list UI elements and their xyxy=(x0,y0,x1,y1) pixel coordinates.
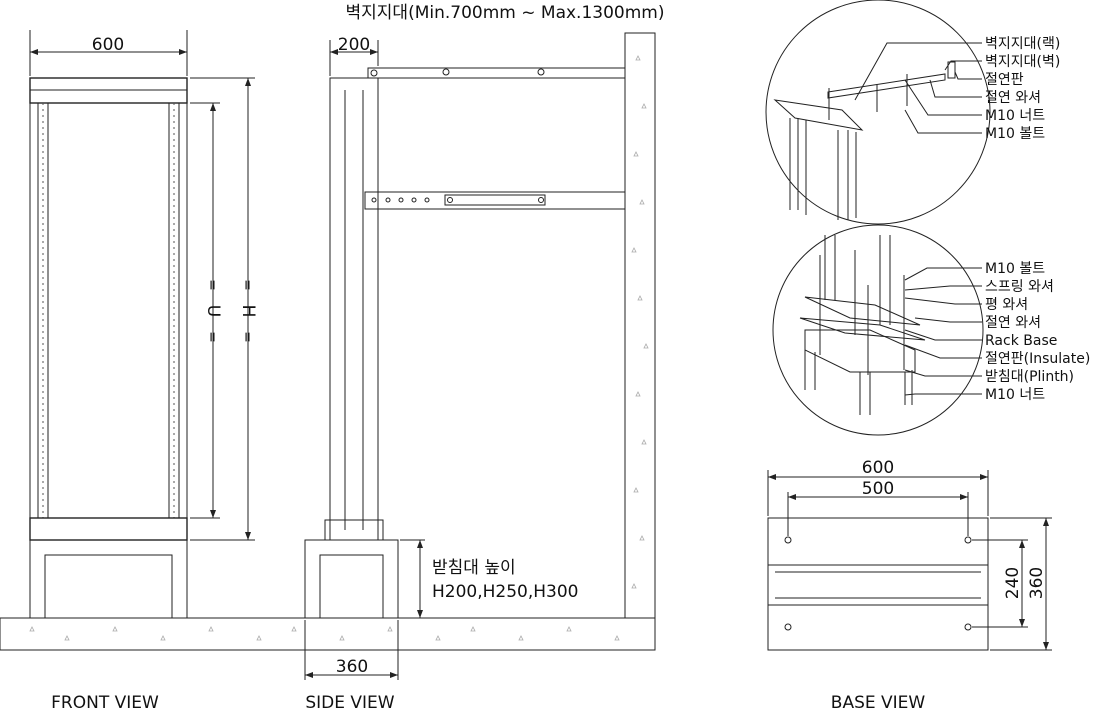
callout-top-2: 절연판 xyxy=(985,72,1024,88)
base-view-drawing xyxy=(767,470,1052,651)
top-wall-bracket xyxy=(367,67,626,79)
callout-top-1: 벽지지대(벽) xyxy=(985,54,1060,70)
callout-bottom-4: Rack Base xyxy=(985,333,1057,349)
callout-top-4: M10 너트 xyxy=(985,108,1045,124)
callout-leader xyxy=(904,79,982,116)
concrete-mark xyxy=(208,626,214,632)
callout-bottom-1: 스프링 와셔 xyxy=(985,279,1054,295)
callout-leader xyxy=(904,109,982,134)
h-eq-bottom: = xyxy=(239,331,255,343)
detail-top-circle xyxy=(765,0,991,225)
plinth-height-label: 받침대 높이 xyxy=(432,558,516,578)
concrete-mark xyxy=(291,626,297,632)
callout-bottom-6: 받침대(Plinth) xyxy=(985,369,1074,385)
drawing-title: 벽지지대(Min.700mm ~ Max.1300mm) xyxy=(346,3,665,23)
detail-bottom-circle xyxy=(772,224,984,436)
ground-slab xyxy=(0,617,656,651)
callout-leader xyxy=(954,71,982,80)
callout-leader xyxy=(929,79,982,98)
concrete-mark xyxy=(256,635,262,641)
callout-top-5: M10 볼트 xyxy=(985,126,1045,142)
callout-leader xyxy=(904,393,982,396)
concrete-mark xyxy=(641,439,647,445)
concrete-mark xyxy=(639,535,645,541)
concrete-mark xyxy=(639,199,645,205)
concrete-mark xyxy=(631,247,637,253)
plinth-depth-dim: 360 xyxy=(336,657,368,677)
base-inner-depth: 240 xyxy=(1003,567,1023,599)
side-view-label: SIDE VIEW xyxy=(305,693,394,713)
callout-bottom-7: M10 너트 xyxy=(985,387,1045,403)
detail-bottom-callouts: M10 볼트 스프링 와셔 평 와셔 절연 와셔 Rack Base 절연판(I… xyxy=(985,261,1090,403)
callout-leader xyxy=(904,267,982,281)
callout-bottom-3: 절연 와셔 xyxy=(985,315,1041,331)
plinth-heights: H200,H250,H300 xyxy=(432,582,579,602)
u-eq-top: = xyxy=(204,279,220,291)
concrete-mark xyxy=(470,626,476,632)
u-eq-bottom: = xyxy=(204,331,220,343)
concrete-mark xyxy=(633,487,639,493)
wall xyxy=(624,32,656,619)
callout-bottom-2: 평 와셔 xyxy=(985,297,1028,313)
concrete-mark xyxy=(641,103,647,109)
concrete-mark xyxy=(64,635,70,641)
u-dim: U xyxy=(203,305,223,317)
side-view-rack xyxy=(304,40,626,680)
callout-leader xyxy=(914,317,982,323)
concrete-mark xyxy=(518,635,524,641)
concrete-mark xyxy=(643,343,649,349)
detail-top-callouts: 벽지지대(랙) 벽지지대(벽) 절연판 절연 와셔 M10 너트 M10 볼트 xyxy=(985,36,1060,142)
concrete-mark xyxy=(160,635,166,641)
callout-top-0: 벽지지대(랙) xyxy=(985,36,1060,52)
callout-leader xyxy=(904,369,982,377)
front-view-rack xyxy=(29,30,255,619)
concrete-mark xyxy=(566,626,572,632)
callout-top-3: 절연 와셔 xyxy=(985,90,1041,106)
concrete-mark xyxy=(339,635,345,641)
front-width-dim: 600 xyxy=(92,35,124,55)
callout-leader xyxy=(904,329,982,341)
concrete-mark xyxy=(633,151,639,157)
callout-leader xyxy=(904,297,982,305)
concrete-mark xyxy=(435,635,441,641)
mid-wall-bracket xyxy=(364,191,626,210)
concrete-mark xyxy=(635,391,641,397)
concrete-mark xyxy=(112,626,118,632)
concrete-mark xyxy=(631,583,637,589)
callout-leader xyxy=(854,42,982,101)
concrete-mark xyxy=(635,55,641,61)
side-depth-dim: 200 xyxy=(338,35,370,55)
base-outer-depth: 360 xyxy=(1027,567,1047,599)
concrete-mark xyxy=(29,626,35,632)
callout-leader xyxy=(904,285,982,291)
base-view-label: BASE VIEW xyxy=(831,693,926,713)
h-eq-top: = xyxy=(239,279,255,291)
callout-bottom-5: 절연판(Insulate) xyxy=(985,351,1090,367)
base-inner-width: 500 xyxy=(862,479,894,499)
h-dim: H xyxy=(238,305,258,318)
concrete-mark xyxy=(614,635,620,641)
front-view-label: FRONT VIEW xyxy=(51,693,159,713)
base-outer-width: 600 xyxy=(862,458,894,478)
callout-bottom-0: M10 볼트 xyxy=(985,261,1045,277)
callout-leader xyxy=(944,60,982,71)
concrete-mark xyxy=(387,626,393,632)
callout-leader xyxy=(904,344,982,359)
concrete-mark xyxy=(637,295,643,301)
